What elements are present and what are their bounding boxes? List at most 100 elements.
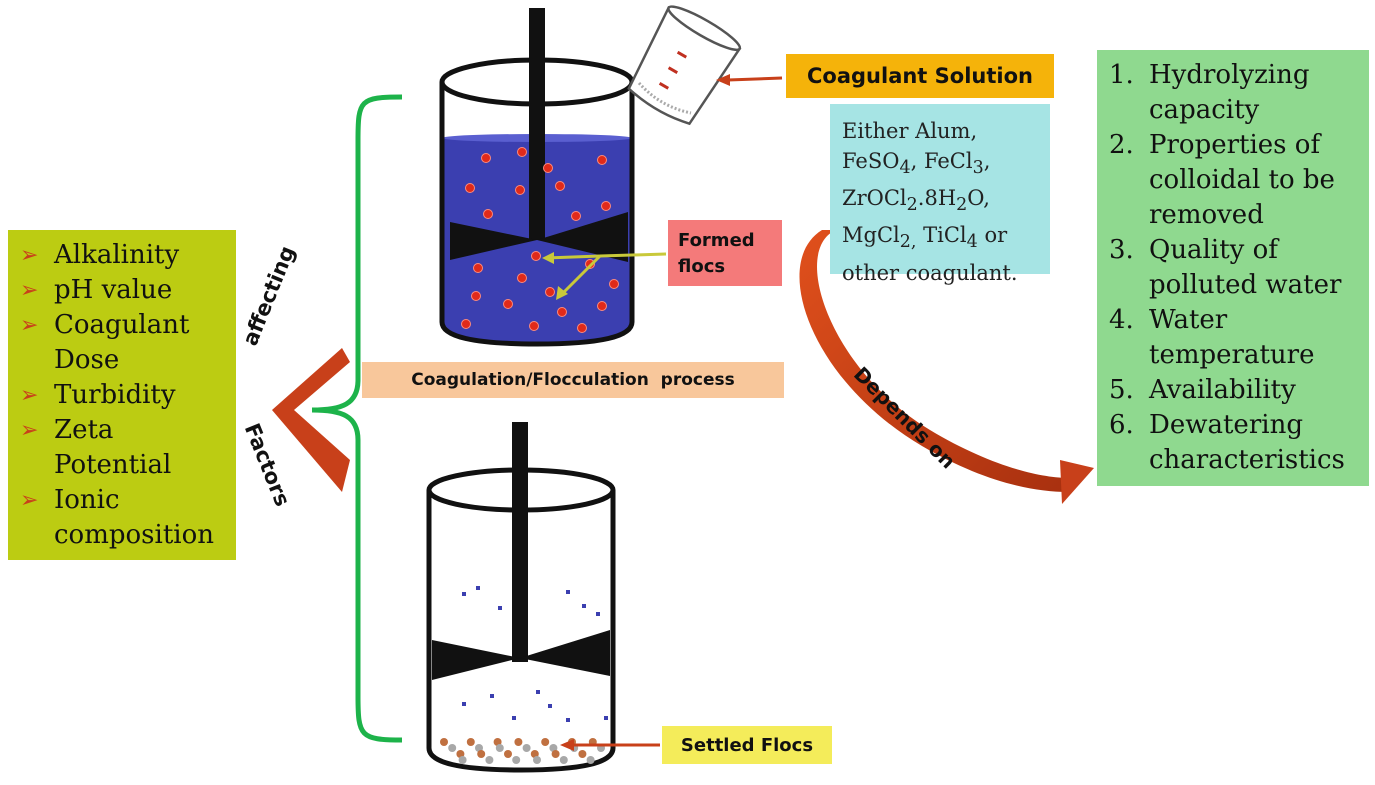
settled-floc-particle xyxy=(586,756,595,764)
depends-item: colloidal to be xyxy=(1109,163,1361,198)
depends-item-number: 4. xyxy=(1109,305,1134,335)
floc-particle xyxy=(609,279,619,289)
settled-floc-particle xyxy=(485,756,494,764)
bottom-stirrer-icon xyxy=(432,422,610,680)
floc-particle xyxy=(529,321,539,331)
arrow-bullet-icon: ➢ xyxy=(20,278,39,303)
depends-item-number: 6. xyxy=(1109,410,1134,440)
chem-line-2: FeSO4, FeCl3, xyxy=(842,149,991,179)
top-stirrer-icon xyxy=(450,8,628,262)
depends-item: 4.Water xyxy=(1109,303,1361,338)
formed-flocs-label: Formed flocs xyxy=(668,220,782,286)
settled-floc-particle xyxy=(522,744,531,752)
suspended-particle xyxy=(462,702,466,706)
settled-floc-particle xyxy=(493,738,502,746)
settled-floc-particle xyxy=(475,744,483,752)
depends-item-number xyxy=(1109,163,1149,198)
floc-particle xyxy=(543,163,553,173)
formed-flocs-pointer xyxy=(542,252,667,300)
depends-item: 2. Properties of xyxy=(1109,128,1361,163)
depends-item-number: 2. xyxy=(1109,130,1134,160)
settled-floc-particle xyxy=(512,756,521,764)
arrow-bullet-icon: ➢ xyxy=(20,383,39,408)
suspended-particle xyxy=(548,704,552,708)
arrow-bullet-icon: ➢ xyxy=(20,243,39,268)
depends-item-text: Quality of xyxy=(1149,235,1278,265)
settled-floc-particle xyxy=(530,750,539,758)
settled-floc-particle xyxy=(514,738,523,746)
settled-floc-particle xyxy=(559,756,568,764)
factor-item: Dose xyxy=(20,343,230,378)
factor-text: Coagulant xyxy=(54,310,190,340)
suspended-particle xyxy=(512,716,516,720)
depends-item: removed xyxy=(1109,198,1361,233)
floc-particle xyxy=(531,251,541,261)
depends-item-number xyxy=(1109,443,1149,478)
floc-particle xyxy=(461,319,471,329)
floc-particle xyxy=(545,287,555,297)
floc-particle xyxy=(517,147,527,157)
formed-flocs xyxy=(461,147,619,333)
depends-item-number xyxy=(1109,93,1149,128)
pouring-beaker-icon xyxy=(627,5,742,126)
settled-floc-particle xyxy=(551,750,560,758)
settled-flocs xyxy=(440,738,605,764)
depends-item: characteristics xyxy=(1109,443,1361,478)
depends-item: polluted water xyxy=(1109,268,1361,303)
floc-particle xyxy=(601,201,611,211)
suspended-particle xyxy=(596,612,600,616)
factor-text: Ionic xyxy=(54,485,120,515)
suspended-particle xyxy=(498,606,502,610)
factor-item: ➢Coagulant xyxy=(20,308,230,343)
coagulant-solution-label: Coagulant Solution xyxy=(786,54,1054,98)
depends-item-text: removed xyxy=(1149,200,1264,230)
settled-floc-particle xyxy=(458,756,467,764)
depends-item-text: colloidal to be xyxy=(1149,165,1335,195)
suspended-particle xyxy=(490,694,494,698)
suspended-particle xyxy=(536,690,540,694)
settled-flocs-label: Settled Flocs xyxy=(662,726,832,764)
suspended-particles xyxy=(462,586,608,722)
arrow-bullet-icon: ➢ xyxy=(20,488,39,513)
bracket-icon xyxy=(311,94,403,743)
floc-particle xyxy=(515,185,525,195)
arrow-bullet-icon: ➢ xyxy=(20,418,39,443)
chem-line-1: Either Alum, xyxy=(842,119,978,143)
floc-particle xyxy=(465,183,475,193)
chem-line-3: ZrOCl2.8H2O, xyxy=(842,186,990,216)
floc-particle xyxy=(571,211,581,221)
suspended-particle xyxy=(604,716,608,720)
factor-text: Turbidity xyxy=(54,380,176,410)
depends-item: 3.Quality of xyxy=(1109,233,1361,268)
curved-arrow-icon xyxy=(799,230,1094,504)
suspended-particle xyxy=(582,604,586,608)
factor-text: pH value xyxy=(54,275,173,305)
suspended-particle xyxy=(476,586,480,590)
floc-particle xyxy=(481,153,491,163)
settled-floc-particle xyxy=(456,750,465,758)
factor-item: ➢Alkalinity xyxy=(20,238,230,273)
settled-floc-particle xyxy=(578,750,587,758)
suspended-particle xyxy=(462,592,466,596)
floc-particle xyxy=(503,299,513,309)
factor-item: composition xyxy=(20,518,230,553)
depends-item-text: temperature xyxy=(1149,340,1315,370)
floc-particle xyxy=(555,181,565,191)
depends-item-number xyxy=(1109,338,1149,373)
floc-particle xyxy=(557,307,567,317)
depends-item-text: capacity xyxy=(1149,95,1260,125)
factor-text: Dose xyxy=(54,345,120,375)
settled-floc-particle xyxy=(477,750,486,758)
depends-item-text: characteristics xyxy=(1149,445,1345,475)
chem-line-5: other coagulant. xyxy=(842,260,1018,285)
floc-particle xyxy=(517,273,527,283)
settled-floc-particle xyxy=(541,738,550,746)
settled-floc-particle xyxy=(495,744,504,752)
depends-item: capacity xyxy=(1109,93,1361,128)
depends-item-text: Dewatering xyxy=(1149,410,1303,440)
depends-item-number: 1. xyxy=(1109,60,1134,90)
settled-floc-particle xyxy=(440,738,448,746)
suspended-particle xyxy=(566,590,570,594)
depends-item-text: Properties of xyxy=(1149,130,1321,160)
